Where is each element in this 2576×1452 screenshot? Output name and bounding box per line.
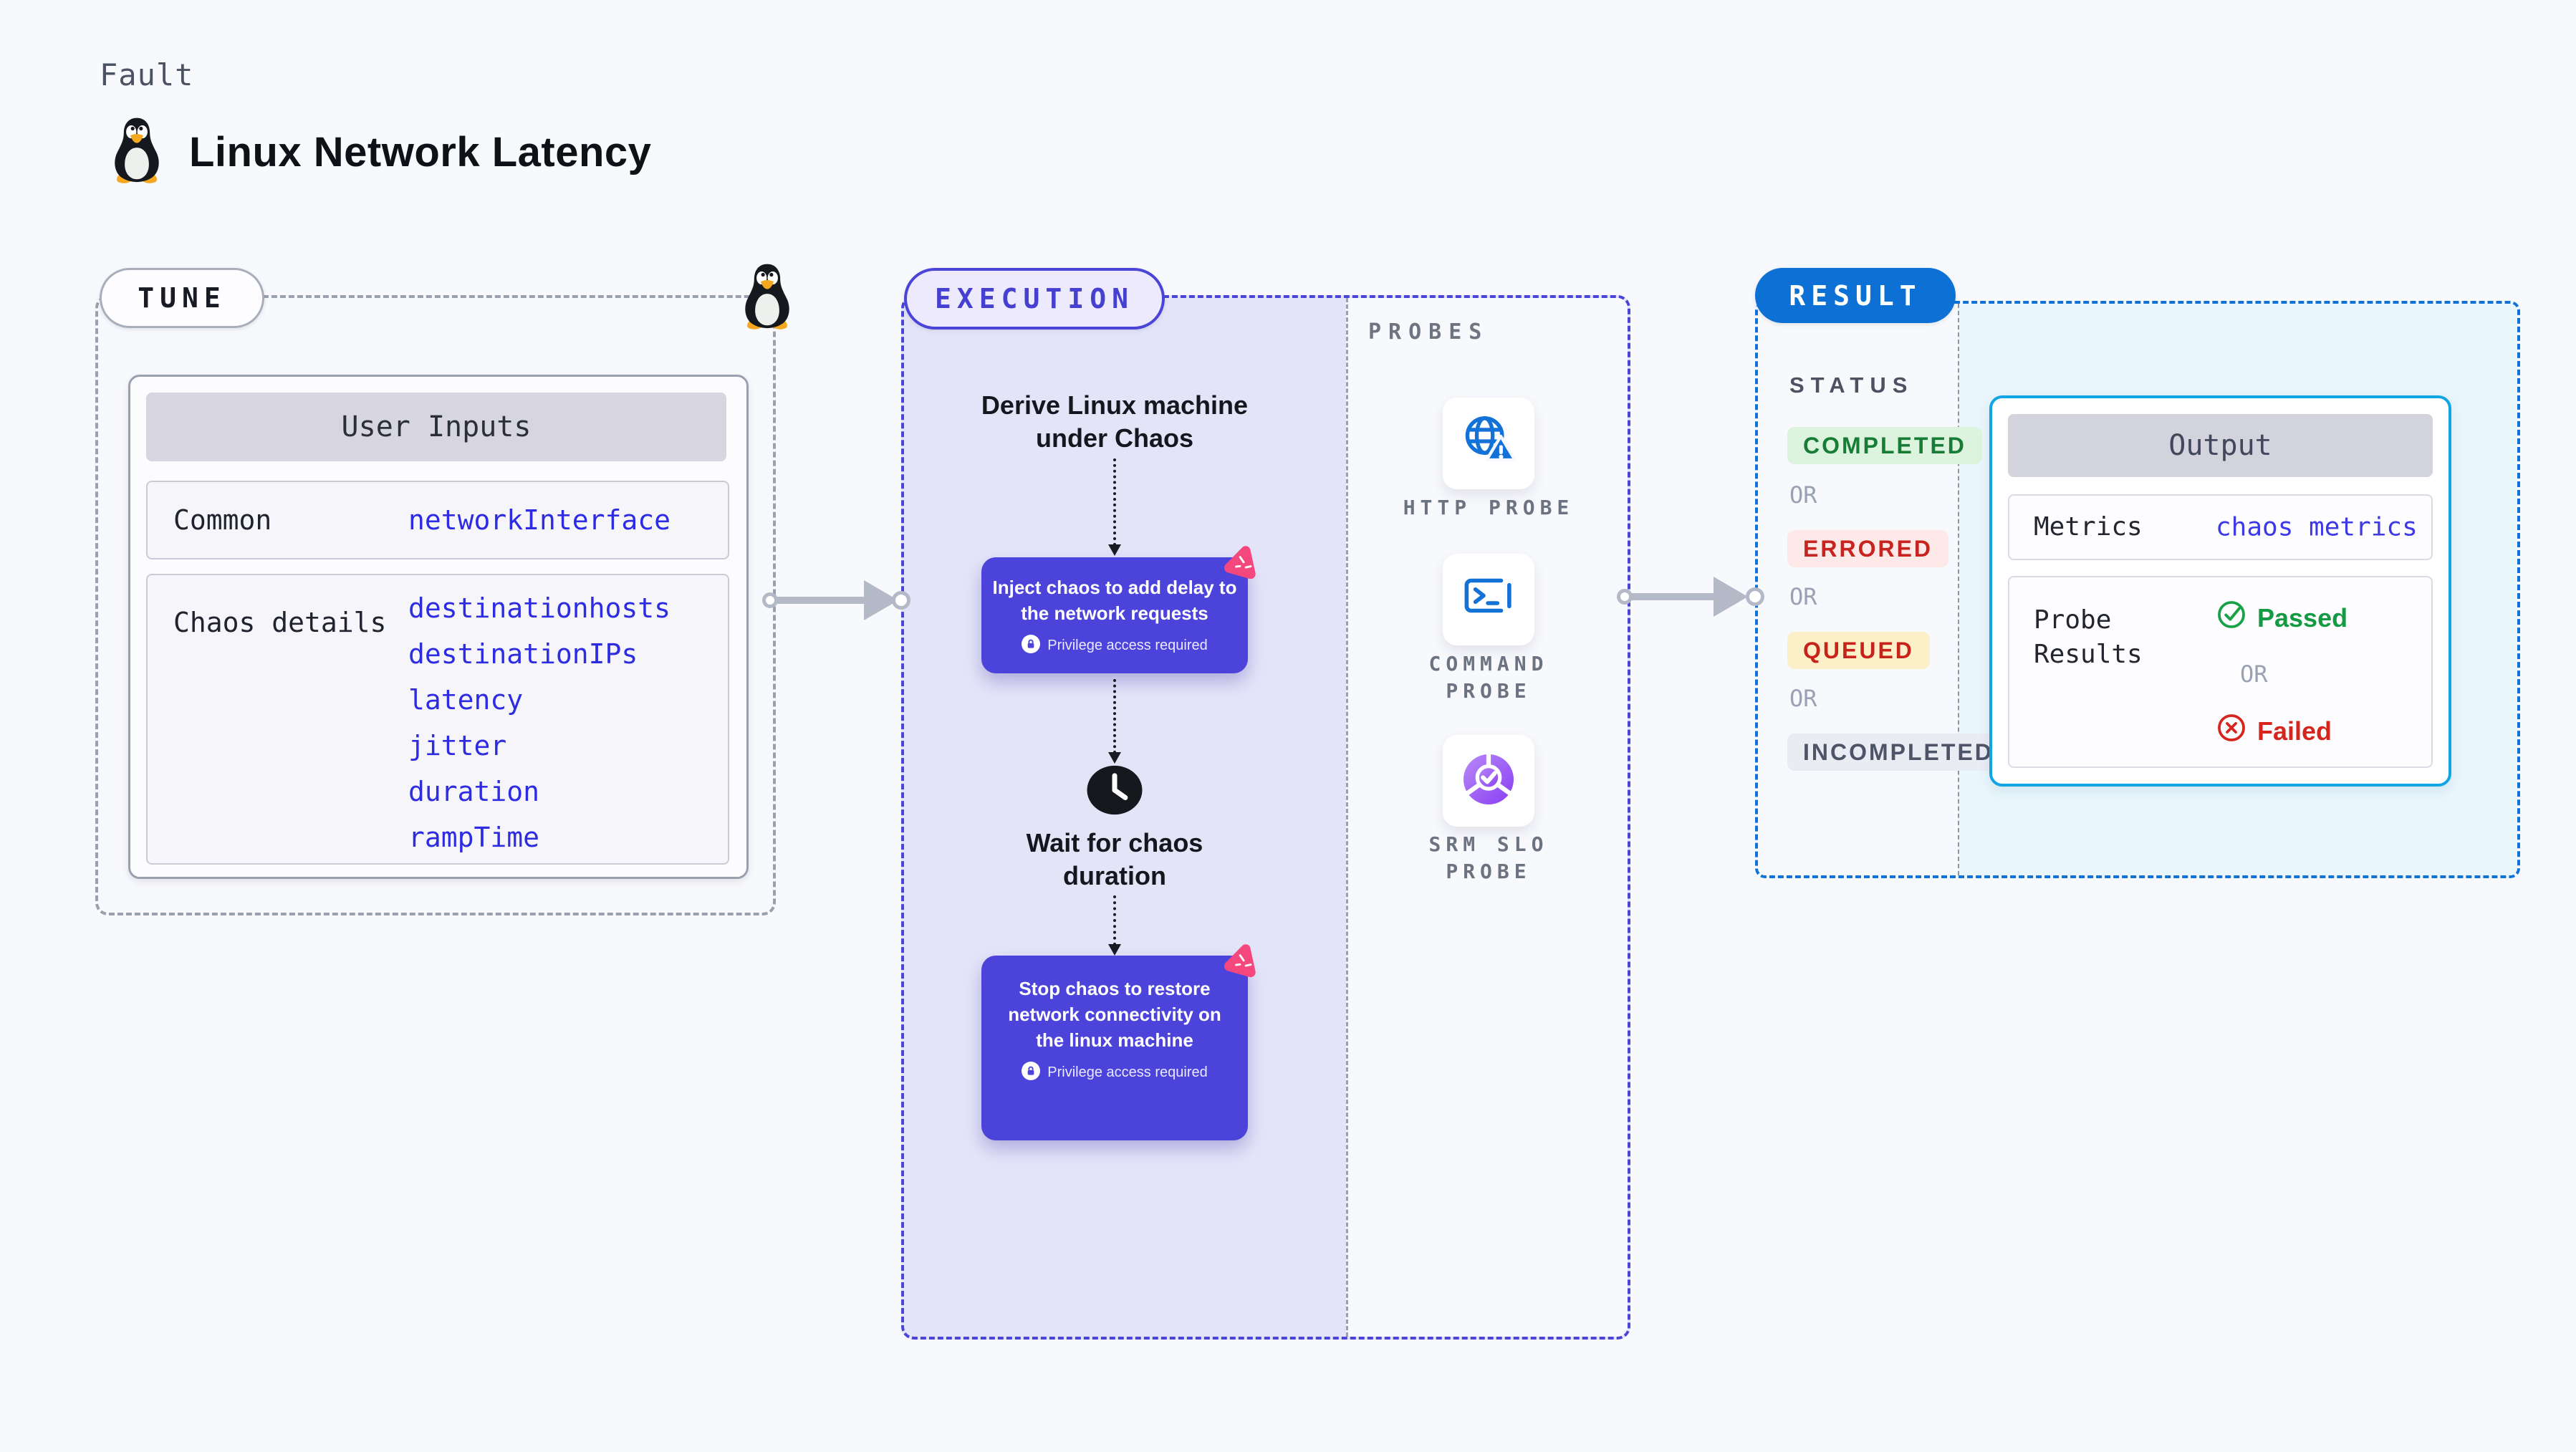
user-inputs-card: User Inputs Common networkInterface Chao… xyxy=(128,375,749,879)
arrow-down-icon xyxy=(1108,458,1121,556)
output-card: Output Metrics chaos metrics Probe Resul… xyxy=(1989,395,2451,787)
step-wait-duration: Wait for chaos duration xyxy=(1026,828,1203,890)
privilege-label: Privilege access required xyxy=(1047,1064,1208,1080)
status-badge-errored: ERRORED xyxy=(1787,530,1949,567)
execution-badge: EXECUTION xyxy=(904,268,1165,330)
input-row-label: Chaos details xyxy=(173,607,387,638)
chaos-value: jitter xyxy=(408,730,507,761)
input-row-chaos-details: Chaos details destinationhosts destinati… xyxy=(146,574,729,865)
check-circle-icon xyxy=(2216,599,2247,637)
result-badge: RESULT xyxy=(1755,268,1956,323)
input-row-values: destinationhosts destinationIPs latency … xyxy=(408,585,671,860)
probes-label: PROBES xyxy=(1368,319,1489,345)
probe-results-label: Probe Results xyxy=(2034,605,2143,669)
srm-slo-probe-card xyxy=(1443,735,1534,827)
connector-node xyxy=(1617,589,1633,605)
or-label: OR xyxy=(1789,583,1817,610)
chaos-value: rampTime xyxy=(408,822,540,853)
connector-node xyxy=(762,592,778,608)
chaos-logo-icon xyxy=(1221,542,1264,585)
output-title: Output xyxy=(2008,414,2433,477)
x-circle-icon xyxy=(2216,712,2247,750)
probe-label: HTTP PROBE xyxy=(1403,496,1575,519)
probes-panel: PROBES HTTP PROBE xyxy=(1346,298,1628,1337)
lock-icon xyxy=(1022,635,1041,657)
tux-penguin-icon xyxy=(109,116,165,188)
tune-badge: TUNE xyxy=(100,268,264,328)
tux-penguin-icon-small xyxy=(739,262,795,331)
connector-node xyxy=(1746,587,1764,606)
http-probe-card xyxy=(1443,398,1534,489)
passed-result: Passed xyxy=(2216,599,2347,637)
probe-label: COMMAND PROBE xyxy=(1428,652,1549,703)
connector-node xyxy=(892,591,910,610)
chaos-value: duration xyxy=(408,776,540,807)
result-container: STATUS COMPLETED OR ERRORED OR QUEUED OR… xyxy=(1755,301,2520,878)
probe-label: SRM SLO PROBE xyxy=(1428,832,1549,883)
output-probe-results-row: Probe Results Passed OR xyxy=(2008,576,2433,768)
clock-icon xyxy=(1087,765,1143,815)
globe-alert-icon xyxy=(1458,411,1519,476)
connector-line xyxy=(1625,593,1715,600)
status-badge-completed: COMPLETED xyxy=(1787,427,1982,464)
or-label: OR xyxy=(1789,481,1817,509)
page-title: Linux Network Latency xyxy=(189,129,652,176)
title-row: Linux Network Latency xyxy=(109,116,651,188)
privilege-row: Privilege access required xyxy=(981,1062,1248,1084)
arrow-down-icon xyxy=(1108,895,1121,956)
failed-result: Failed xyxy=(2216,712,2332,750)
chaos-value: destinationIPs xyxy=(408,638,638,670)
slo-check-icon xyxy=(1458,749,1519,813)
connector-line xyxy=(770,597,865,604)
chaos-logo-icon xyxy=(1221,940,1264,983)
output-metrics-row: Metrics chaos metrics xyxy=(2008,494,2433,560)
step-title: Inject chaos to add delay to the network… xyxy=(992,577,1237,624)
step-stop-chaos-card: Stop chaos to restore network connectivi… xyxy=(981,944,1256,1140)
metrics-value: chaos metrics xyxy=(2216,512,2418,542)
input-row-common: Common networkInterface xyxy=(146,481,729,559)
fault-kicker: Fault xyxy=(100,57,194,92)
status-badge-queued: QUEUED xyxy=(1787,632,1930,669)
command-probe-card xyxy=(1443,554,1534,645)
step-title: Stop chaos to restore network connectivi… xyxy=(1008,978,1221,1051)
user-inputs-title: User Inputs xyxy=(146,393,726,461)
privilege-label: Privilege access required xyxy=(1047,638,1208,653)
or-label: OR xyxy=(2240,660,2268,688)
status-label: STATUS xyxy=(1789,372,1914,398)
arrow-down-icon xyxy=(1108,679,1121,764)
status-badge-incompleted: INCOMPLETED xyxy=(1787,734,2009,771)
arrow-right-icon xyxy=(1714,577,1748,617)
metrics-label: Metrics xyxy=(2034,512,2143,542)
privilege-row: Privilege access required xyxy=(981,635,1248,657)
step-inject-chaos-card: Inject chaos to add delay to the network… xyxy=(981,546,1256,673)
or-label: OR xyxy=(1789,685,1817,712)
terminal-icon xyxy=(1458,568,1519,632)
input-row-value: networkInterface xyxy=(408,504,671,536)
lock-icon xyxy=(1022,1062,1041,1084)
step-derive-machine: Derive Linux machine under Chaos xyxy=(981,390,1249,453)
chaos-value: destinationhosts xyxy=(408,592,671,624)
execution-container: Derive Linux machine under Chaos Inject … xyxy=(901,295,1630,1340)
chaos-value: latency xyxy=(408,684,524,716)
input-row-label: Common xyxy=(173,504,272,536)
